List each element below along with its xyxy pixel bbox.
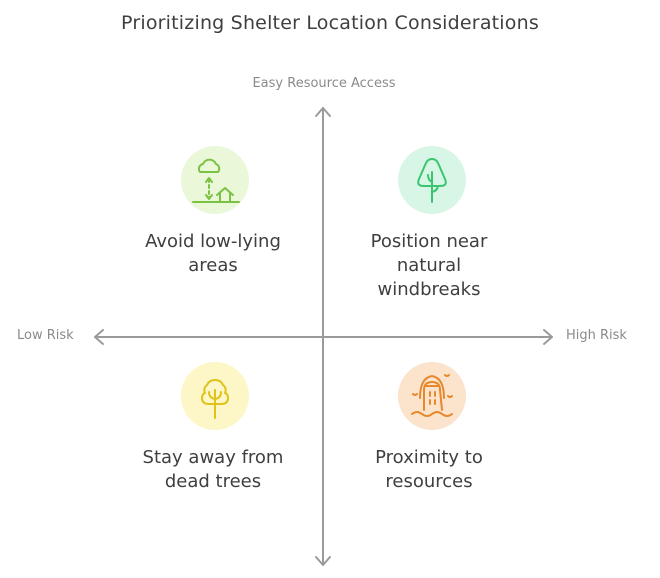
quadrant-top-left-icon-circle: [181, 146, 249, 214]
deciduous-tree-icon: [201, 379, 229, 419]
conifer-tree-icon: [417, 158, 447, 203]
x-axis-left-label: Low Risk: [17, 328, 74, 343]
quadrant-bottom-left-label: Stay away from dead trees: [142, 447, 284, 492]
quadrant-bottom-right-icon-circle: [398, 362, 466, 430]
quadrant-bottom-right-label: Proximity to resources: [375, 447, 483, 492]
arrow-down-icon: [315, 556, 331, 566]
arrow-left-icon: [94, 329, 104, 345]
diagram-title: Prioritizing Shelter Location Considerat…: [121, 12, 539, 34]
arrow-right-icon: [543, 329, 553, 345]
cloud-house-elevation-icon: [192, 158, 240, 203]
door-river-icon: [411, 374, 453, 417]
quadrant-top-right-label: Position near natural windbreaks: [370, 231, 488, 300]
quadrant-bottom-left-icon-circle: [181, 362, 249, 430]
quadrant-top-left-label: Avoid low-lying areas: [145, 231, 281, 276]
y-axis-top-label: Easy Resource Access: [252, 76, 396, 91]
arrow-up-icon: [315, 107, 331, 117]
quadrant-top-right-icon-circle: [398, 146, 466, 214]
x-axis-right-label: High Risk: [566, 328, 627, 343]
